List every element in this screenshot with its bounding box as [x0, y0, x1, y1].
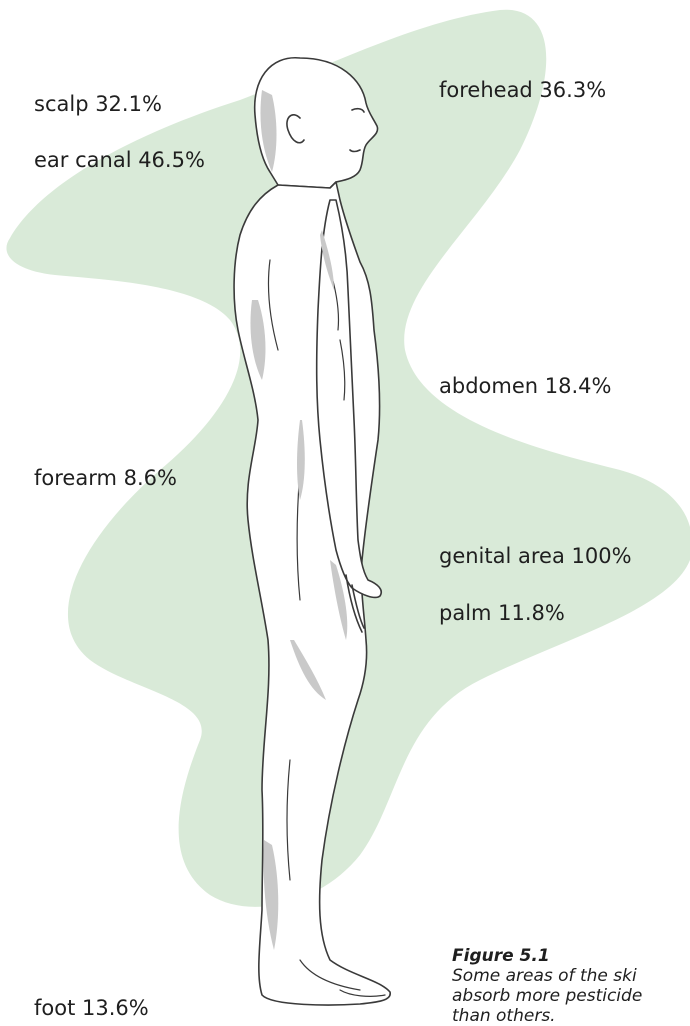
label-forearm: forearm 8.6% [34, 468, 177, 489]
caption-line-3: than others. [452, 1006, 642, 1026]
label-forehead: forehead 36.3% [439, 80, 606, 101]
label-palm: palm 11.8% [439, 603, 565, 624]
label-genital-area: genital area 100% [439, 546, 632, 567]
figure-caption: Figure 5.1 Some areas of the ski absorb … [452, 946, 642, 1026]
label-foot: foot 13.6% [34, 998, 149, 1019]
caption-title: Figure 5.1 [452, 946, 642, 966]
caption-line-2: absorb more pesticide [452, 986, 642, 1006]
label-ear-canal: ear canal 46.5% [34, 150, 205, 171]
caption-line-1: Some areas of the ski [452, 966, 642, 986]
label-scalp: scalp 32.1% [34, 94, 162, 115]
label-abdomen: abdomen 18.4% [439, 376, 611, 397]
